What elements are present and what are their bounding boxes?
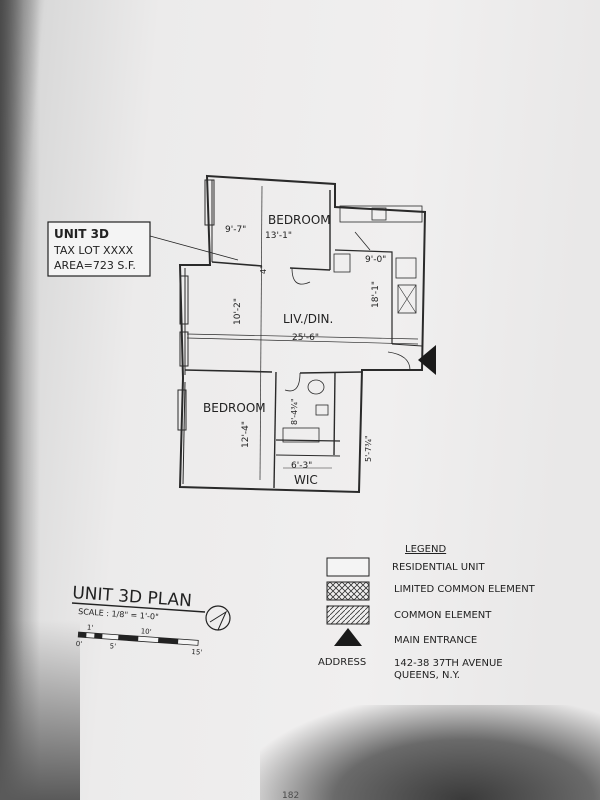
bedroom-1-dim-h: 13'-1" [265, 231, 292, 241]
legend-residential-label: RESIDENTIAL UNIT [392, 562, 485, 573]
floor-plan [177, 174, 427, 494]
plan-title-block: UNIT 3D PLAN SCALE : 1/8" = 1'-0" 0' 1' … [72, 583, 231, 657]
unit-info-box: UNIT 3D TAX LOT XXXX AREA=723 S.F. [47, 221, 239, 277]
hand-shadow [260, 705, 600, 800]
scale-mark-5: 5' [109, 642, 116, 650]
legend: LEGEND RESIDENTIAL UNIT LIMITED COMMON E… [318, 544, 536, 681]
tax-lot-text: TAX LOT XXXX [53, 244, 134, 257]
scale-bar: 0' 1' 5' 10' 15' [75, 624, 202, 657]
unit-title: UNIT 3D [54, 227, 109, 241]
legend-swatch-limited [326, 581, 370, 601]
legend-entrance-triangle-icon [334, 628, 362, 646]
living-dim-h: 25'-6" [292, 333, 319, 343]
living-dim-small: 4" [259, 265, 268, 274]
page-edge-shadow [0, 620, 80, 800]
bedroom-2-dim-v: 12'-4" [241, 421, 251, 448]
legend-title: LEGEND [405, 544, 446, 555]
living-label: LIV./DIN. [283, 312, 333, 326]
legend-entrance-label: MAIN ENTRANCE [394, 635, 477, 646]
scale-mark-1: 1' [87, 624, 94, 632]
address-line-2: QUEENS, N.Y. [394, 670, 460, 681]
bedroom-1-dim-v: 9'-7" [225, 225, 246, 235]
area-text: AREA=723 S.F. [54, 259, 136, 272]
north-arrow-icon [205, 605, 231, 631]
legend-swatch-common [326, 605, 370, 625]
legend-swatch-residential [326, 557, 370, 577]
wic-dim-h: 6'-3" [291, 461, 312, 471]
bath-dim-v: 8'-4¾" [290, 398, 299, 425]
kitchen-dim-v: 18'-1" [371, 281, 381, 308]
scale-text: SCALE : 1/8" = 1'-0" [78, 607, 159, 622]
legend-common-label: COMMON ELEMENT [394, 610, 492, 621]
main-entrance-marker [418, 345, 436, 375]
bath-dim-side: 5'-7¾" [364, 435, 373, 462]
kitchen-dim: 9'-0" [365, 255, 386, 265]
living-dim-v: 10'-2" [233, 298, 243, 325]
scale-mark-10: 10' [140, 627, 151, 636]
wic-label: WIC [294, 473, 318, 487]
bedroom-1-label: BEDROOM [268, 213, 331, 227]
address-label: ADDRESS [318, 657, 366, 668]
scale-mark-15: 15' [191, 648, 202, 657]
bedroom-2-label: BEDROOM [203, 401, 266, 415]
legend-limited-label: LIMITED COMMON ELEMENT [394, 584, 536, 595]
address-line-1: 142-38 37TH AVENUE [394, 658, 503, 669]
